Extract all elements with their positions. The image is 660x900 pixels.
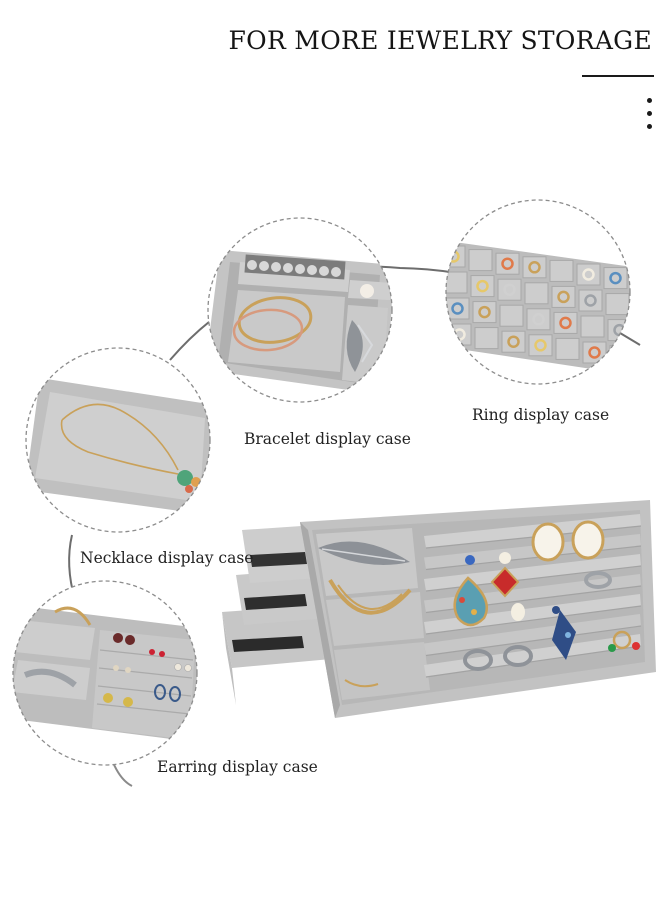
ring-label: Ring display case <box>472 406 610 424</box>
title-underline <box>582 75 654 77</box>
necklace-tray-thumbnail <box>25 347 211 533</box>
earring-label: Earring display case <box>157 758 318 776</box>
vertical-dots-icon[interactable] <box>646 98 654 132</box>
necklace-label: Necklace display case <box>80 549 254 567</box>
bracelet-tray-thumbnail <box>207 217 393 403</box>
bracelet-label: Bracelet display case <box>244 430 411 448</box>
stacked-trays-photo <box>222 500 656 718</box>
page-title: FOR MORE IEWELRY STORAGE <box>228 26 652 55</box>
earring-tray-thumbnail <box>12 580 198 766</box>
ring-tray-thumbnail <box>445 199 631 385</box>
